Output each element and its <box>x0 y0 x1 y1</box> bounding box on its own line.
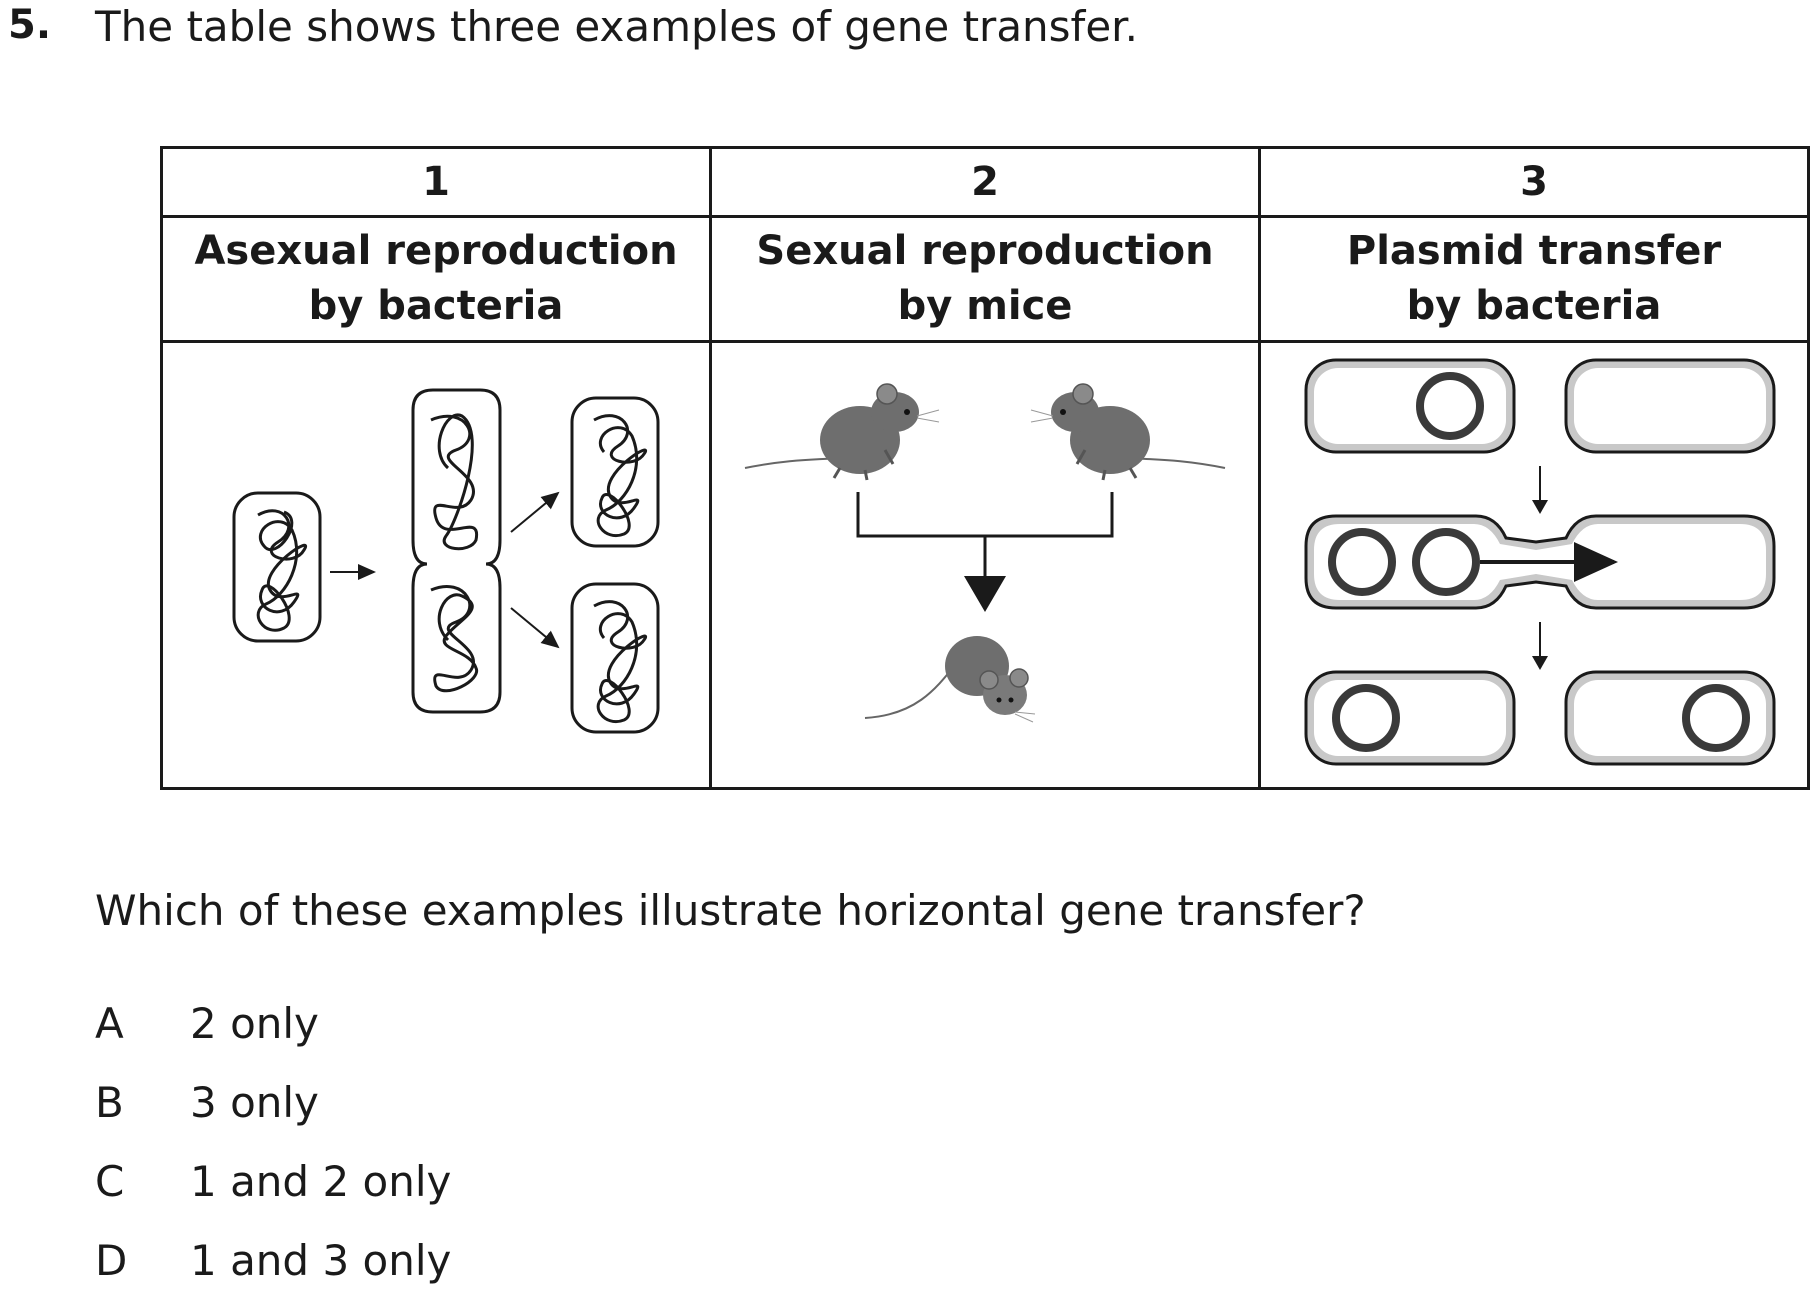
option-b-text: 3 only <box>190 1078 319 1127</box>
column-title-2-line2: by mice <box>897 283 1073 329</box>
column-title-2: Sexual reproduction by mice <box>709 215 1261 343</box>
option-a-letter: A <box>95 999 124 1048</box>
column-title-3: Plasmid transfer by bacteria <box>1258 215 1810 343</box>
option-a-text: 2 only <box>190 999 319 1048</box>
gene-transfer-table: 1 2 3 Asexual reproduction by bacteria S… <box>160 146 1810 790</box>
column-title-3-line1: Plasmid transfer <box>1346 228 1722 274</box>
question-prompt: Which of these examples illustrate horiz… <box>95 886 1366 935</box>
option-d-text: 1 and 3 only <box>190 1236 452 1285</box>
bacterial-binary-fission-diagram <box>160 340 712 790</box>
option-d-letter: D <box>95 1236 128 1285</box>
question-stem: The table shows three examples of gene t… <box>95 2 1138 51</box>
mouse-parent-right <box>1030 383 1226 481</box>
column-number-3: 3 <box>1258 146 1810 218</box>
column-title-1-line2: by bacteria <box>308 283 564 329</box>
column-title-1-line1: Asexual reproduction <box>194 228 678 274</box>
column-number-2: 2 <box>709 146 1261 218</box>
mouse-offspring <box>864 636 1036 723</box>
bacterium-daughter-cell-bottom <box>570 582 660 734</box>
bacterium-dividing-cell <box>411 388 502 714</box>
bacterium-daughter-cell-top <box>570 396 660 548</box>
column-title-1: Asexual reproduction by bacteria <box>160 215 712 343</box>
bacterium-parent-cell <box>232 491 322 643</box>
option-b-letter: B <box>95 1078 124 1127</box>
cross-connector <box>856 492 1114 538</box>
question-number: 5. <box>8 2 52 48</box>
donor-cell-after <box>1304 670 1516 766</box>
option-c-text: 1 and 2 only <box>190 1157 452 1206</box>
recipient-cell-before <box>1564 358 1776 454</box>
recipient-cell-after <box>1564 670 1776 766</box>
option-c-letter: C <box>95 1157 125 1206</box>
bacterial-conjugation-plasmid-diagram <box>1258 340 1810 790</box>
column-title-3-line2: by bacteria <box>1406 283 1662 329</box>
column-title-2-line1: Sexual reproduction <box>756 228 1214 274</box>
column-number-1: 1 <box>160 146 712 218</box>
mice-parents-and-offspring-diagram <box>709 340 1261 790</box>
donor-cell-before <box>1304 358 1516 454</box>
mouse-parent-left <box>744 383 940 481</box>
